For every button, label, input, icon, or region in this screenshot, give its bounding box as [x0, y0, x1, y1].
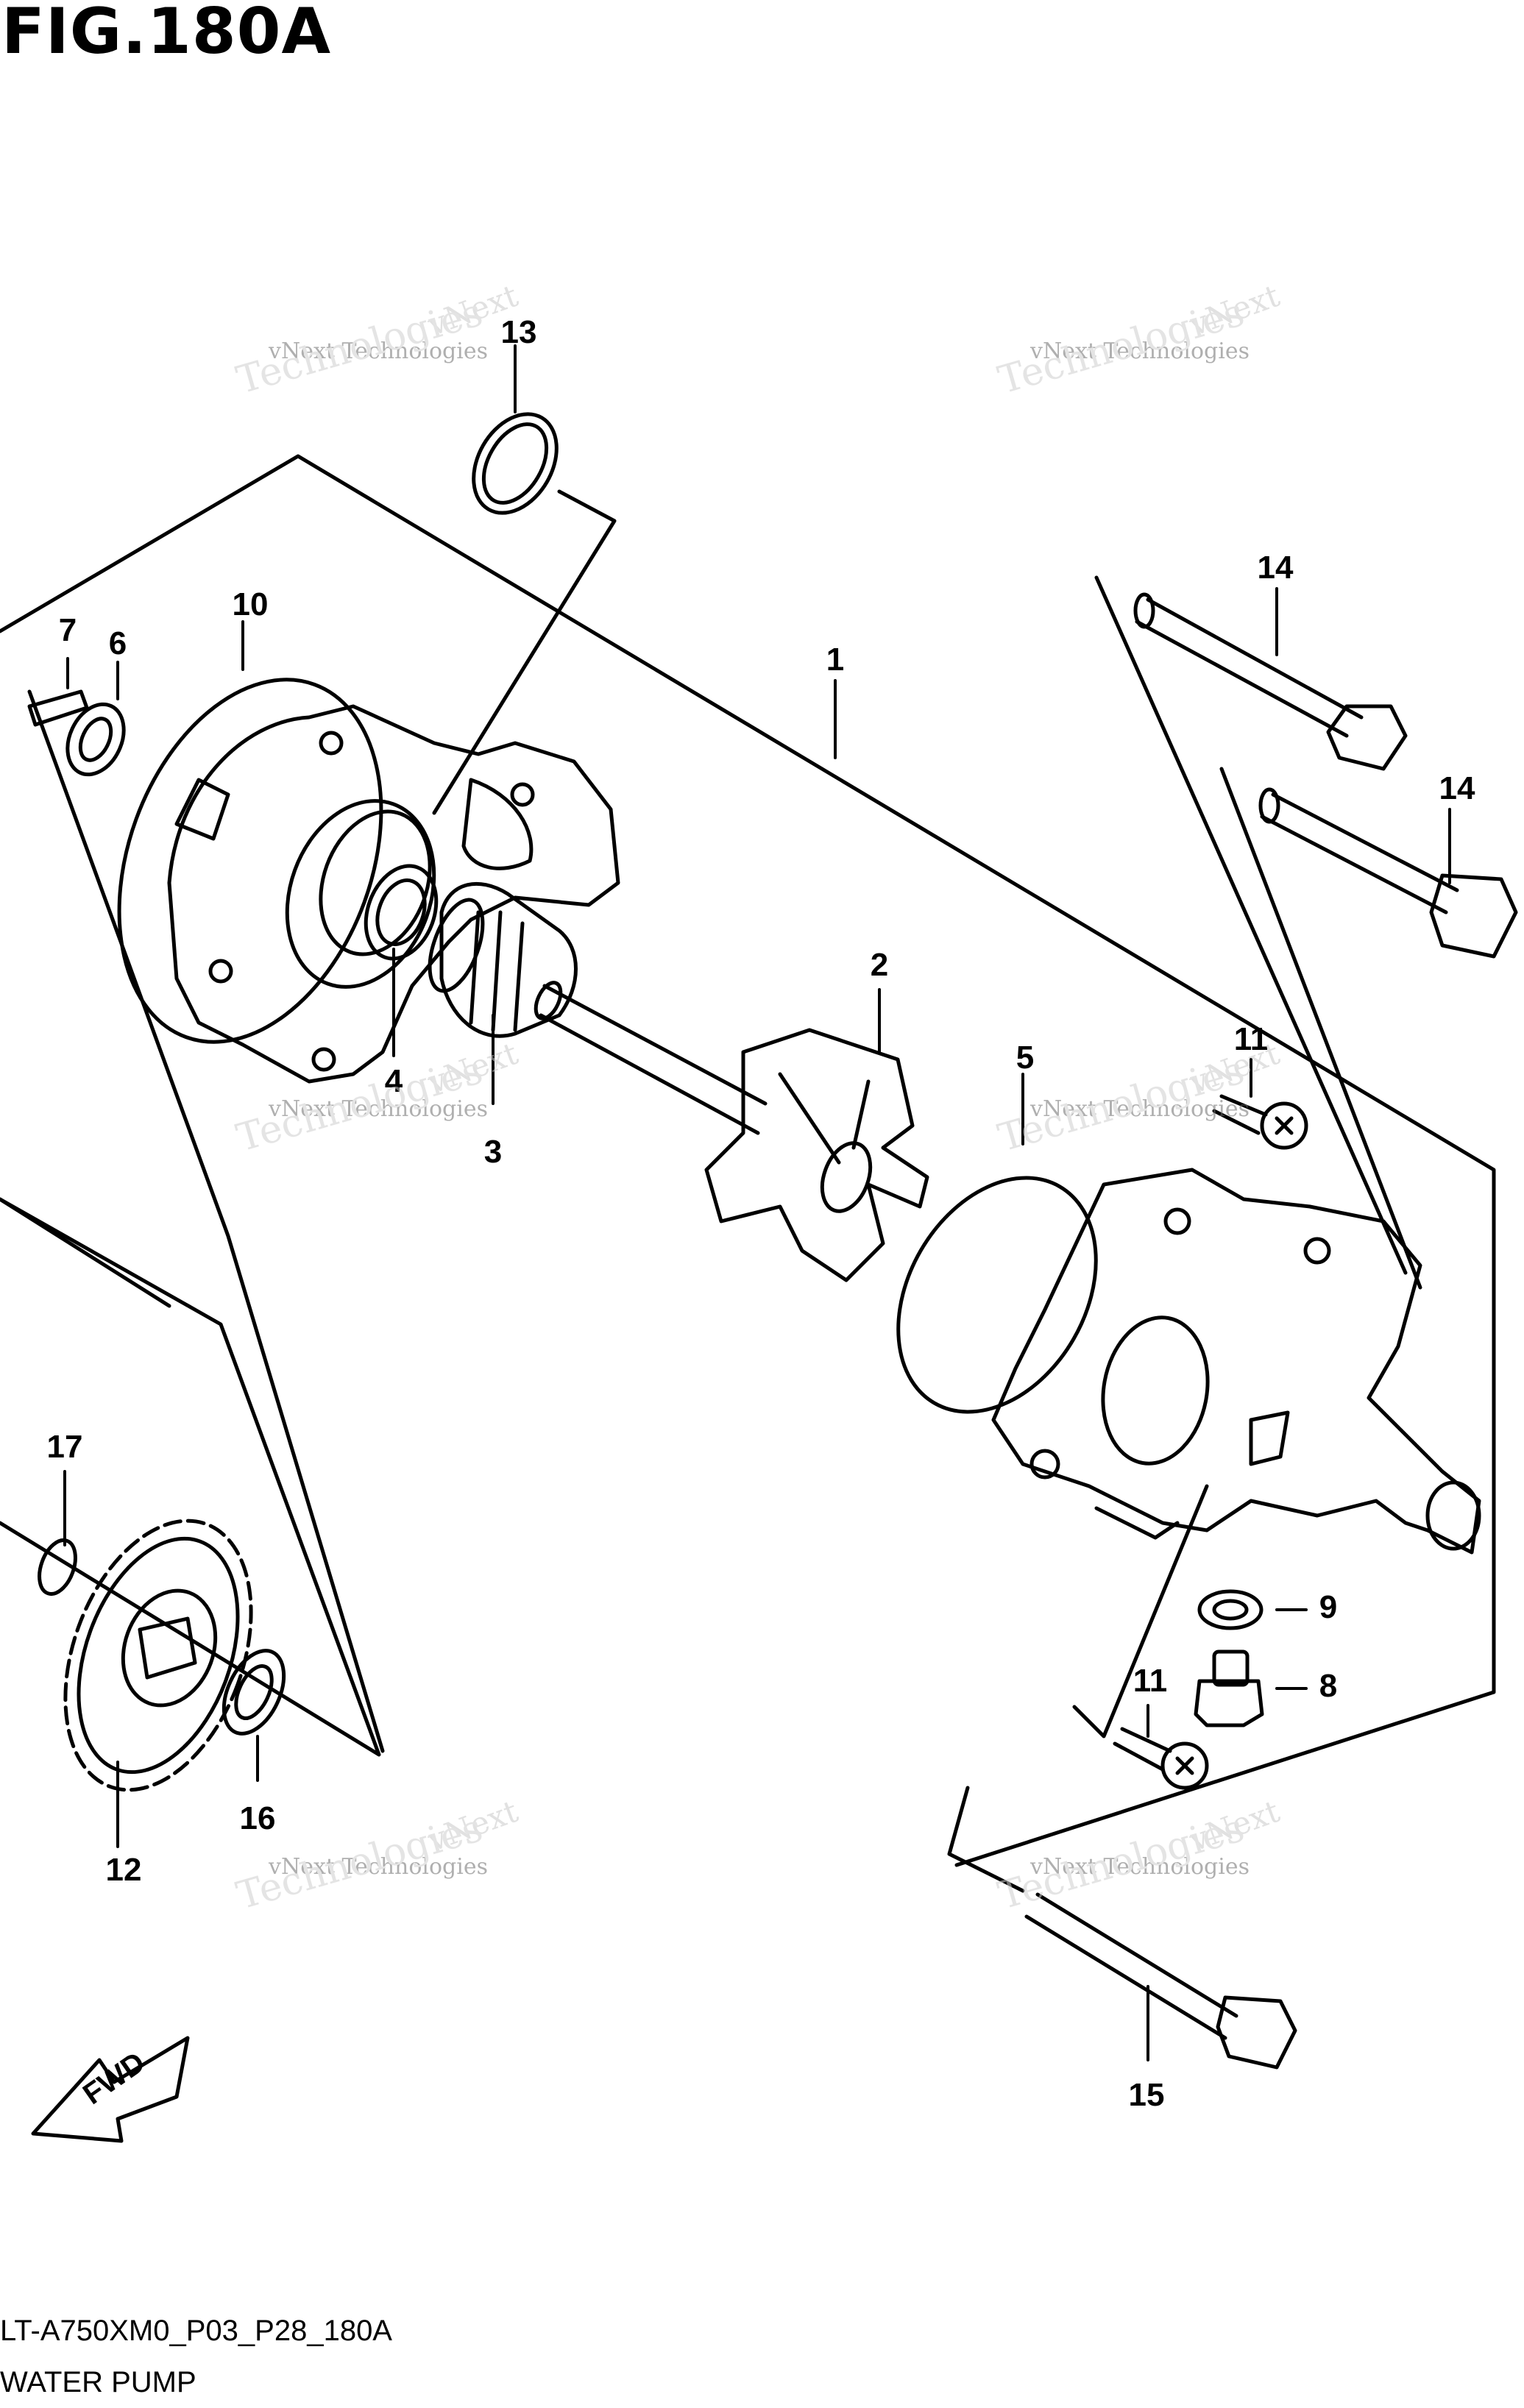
callout-1: 1: [826, 642, 845, 678]
part-9-washer: [1197, 1589, 1263, 1630]
callout-leaders: [63, 344, 1451, 2061]
callout-6: 6: [108, 625, 127, 661]
callout-4: 4: [384, 1063, 403, 1099]
watermark-line2: vNext Technologies: [269, 1096, 489, 1122]
callout-3: 3: [483, 1134, 503, 1170]
watermark: vNext vNext Technologies Technologies: [993, 277, 1303, 419]
watermark-line2: vNext Technologies: [1030, 338, 1250, 364]
part-8-drain-plug: [1194, 1649, 1264, 1727]
callout-5: 5: [1016, 1040, 1035, 1076]
watermark: vNext vNext Technologies Technologies: [993, 1035, 1303, 1177]
watermark: vNext vNext Technologies Technologies: [232, 1035, 541, 1177]
watermark-line2: vNext Technologies: [269, 338, 489, 364]
part-7-pin: [27, 689, 89, 727]
watermark: vNext vNext Technologies Technologies: [993, 1793, 1303, 1935]
figure-name: WATER PUMP: [0, 2366, 196, 2398]
callout-11-upper: 11: [1233, 1021, 1269, 1057]
part-11-screw-lower: [1072, 1484, 1209, 1790]
callout-10: 10: [232, 586, 269, 622]
callout-7: 7: [58, 612, 77, 648]
part-4-oil-seal: [364, 864, 439, 961]
assembly-outline: [0, 454, 1496, 1867]
fwd-arrow-icon: [31, 2036, 190, 2143]
part-2-impeller: [704, 1028, 929, 1282]
figure-title: FIG.180A: [1, 0, 332, 68]
pump-cover: [991, 1168, 1481, 1555]
part-14-bolt-upper: [1133, 592, 1408, 771]
part-15-bolt: [947, 1786, 1297, 2070]
callout-14-upper: 14: [1257, 550, 1294, 586]
callout-11-lower: 11: [1133, 1663, 1168, 1699]
callout-12: 12: [105, 1852, 142, 1888]
pump-shaft: [534, 981, 768, 1135]
part-6-washer: [65, 702, 126, 777]
figure-code: LT-A750XM0_P03_P28_180A: [0, 2315, 392, 2347]
part-13-oring: [432, 412, 617, 815]
callout-17: 17: [46, 1429, 83, 1465]
callout-9: 9: [1319, 1589, 1338, 1625]
callout-2: 2: [870, 947, 889, 983]
part-14-bracket: [1094, 575, 1422, 1290]
watermark-line2: vNext Technologies: [1030, 1854, 1250, 1880]
callout-16: 16: [239, 1800, 276, 1836]
watermark-line2: vNext Technologies: [1030, 1096, 1250, 1122]
watermark: vNext vNext Technologies Technologies: [232, 277, 541, 419]
part-3-mechanical-seal: [428, 881, 578, 1038]
part-11-screw-upper: [1212, 1094, 1308, 1150]
part-10-gasket: [117, 678, 383, 1044]
callout-14-lower: 14: [1439, 770, 1475, 806]
part-14-bolt-lower: [1258, 787, 1518, 959]
callout-15: 15: [1128, 2077, 1165, 2113]
part-16-washer: [221, 1649, 286, 1736]
pump-housing-body: [167, 704, 620, 1084]
part-5-oring: [896, 1176, 1098, 1414]
part-17-circlip: [38, 1538, 77, 1596]
callout-8: 8: [1319, 1668, 1338, 1704]
watermark: vNext vNext Technologies Technologies: [232, 1793, 541, 1935]
callout-13: 13: [500, 314, 537, 350]
watermark-line2: vNext Technologies: [269, 1854, 489, 1880]
